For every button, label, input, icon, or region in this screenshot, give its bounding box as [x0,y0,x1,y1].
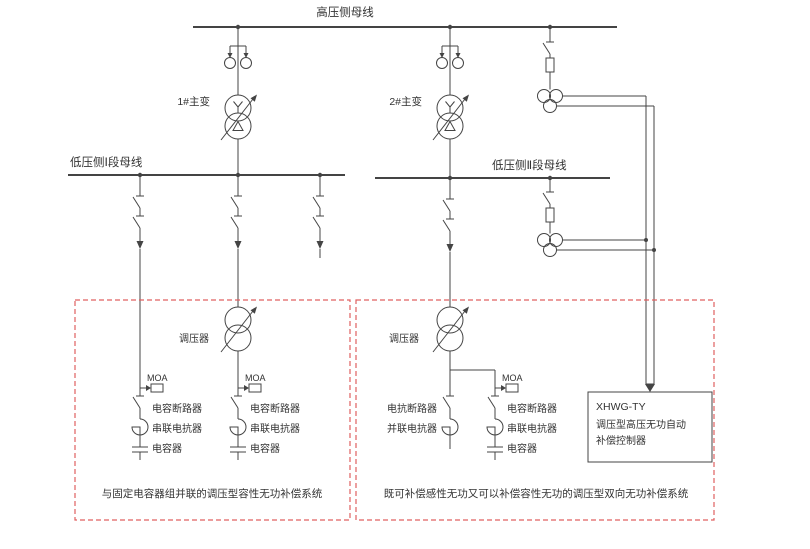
lv-busbar-1 [68,172,345,178]
transformer-1-branch [221,27,257,175]
right-system-caption: 既可补偿感性无功又可以补偿容性无功的调压型双向无功补偿系统 [384,487,689,500]
capacitor-icon-1 [131,442,149,461]
pt-branch-top [537,27,654,113]
lv-busbar-1-label: 低压侧Ⅰ段母线 [70,155,143,169]
capacitor-icon-2 [229,442,247,461]
controller-desc-line2: 补偿控制器 [596,434,646,447]
lv-busbar-2-label: 低压侧Ⅱ段母线 [492,158,567,172]
voltage-regulator-left-label: 调压器 [179,333,209,345]
controller-model-label: XHWG-TY [596,401,646,413]
hv-busbar [193,24,617,30]
feeder-drop-lines [139,249,451,396]
controller-box [587,391,713,463]
left-branch2-capacitor-label: 电容器 [250,442,280,455]
transformer-2-branch [433,27,469,178]
breaker-switch-icon-3 [442,395,455,409]
branch-lower-lines [139,408,496,449]
transformer-1-label: 1#主变 [177,95,210,108]
controller-input-arrow-icon [645,384,655,392]
moa-arrester-icon-1 [139,383,164,393]
left-branch2-breaker-label: 电容断路器 [250,402,300,415]
series-reactor-icon-2 [229,418,247,444]
capacitor-icon-3 [486,442,504,461]
pt-cluster-icon-top [537,89,563,113]
breaker-switch-icon-1 [132,395,145,409]
right-system-dashed-box [355,299,715,521]
left-branch2-reactor-label: 串联电抗器 [250,422,300,435]
fuse-icon-top [545,57,555,73]
voltage-regulator-right-label: 调压器 [389,333,419,345]
voltage-regulator-right-symbol [433,307,469,353]
left-branch1-breaker-label: 电容断路器 [152,402,202,415]
lv-busbar-2 [375,175,610,181]
fuse-icon-mid [545,207,555,223]
left-branch1-reactor-label: 串联电抗器 [152,422,202,435]
moa-arrester-icon-3 [494,383,519,393]
left-branch1-capacitor-label: 电容器 [152,442,182,455]
right-cap-branch-reactor-label: 串联电抗器 [507,422,557,435]
feeder-switch-stack-spare [312,174,325,250]
transformer-1-symbol [221,95,257,141]
feeder-switch-stack-3 [442,177,455,253]
transformer-2-symbol [433,95,469,141]
breaker-switch-icon-4 [487,395,500,409]
left-system-caption: 与固定电容器组并联的调压型容性无功补偿系统 [102,487,323,500]
voltage-regulator-left-symbol [221,307,257,353]
right-cap-branch-capacitor-label: 电容器 [507,442,537,455]
right-reactor-branch-reactor-label: 并联电抗器 [387,422,437,435]
breaker-switch-icon-2 [230,395,243,409]
series-reactor-icon-1 [131,418,149,444]
moa-arrester-icon-2 [237,383,262,393]
transformer-2-label: 2#主变 [389,95,422,108]
moa-label-1: MOA [147,373,168,383]
moa-label-3: MOA [502,373,523,383]
controller-desc-line1: 调压型高压无功自动 [596,418,686,431]
right-reactor-branch-breaker-label: 电抗断路器 [387,402,437,415]
moa-label-2: MOA [245,373,266,383]
hv-busbar-label: 高压侧母线 [316,5,374,19]
shunt-reactor-icon [441,418,459,444]
left-system-dashed-box [74,299,351,521]
series-reactor-icon-3 [486,418,504,444]
feeder-switch-stack-2 [230,174,243,250]
pt-cluster-icon-mid [537,233,563,257]
right-cap-branch-breaker-label: 电容断路器 [507,402,557,415]
controller-signal-wiring [644,96,656,392]
feeder-switch-stack-1 [132,174,145,250]
pt-branch-mid [537,178,654,257]
